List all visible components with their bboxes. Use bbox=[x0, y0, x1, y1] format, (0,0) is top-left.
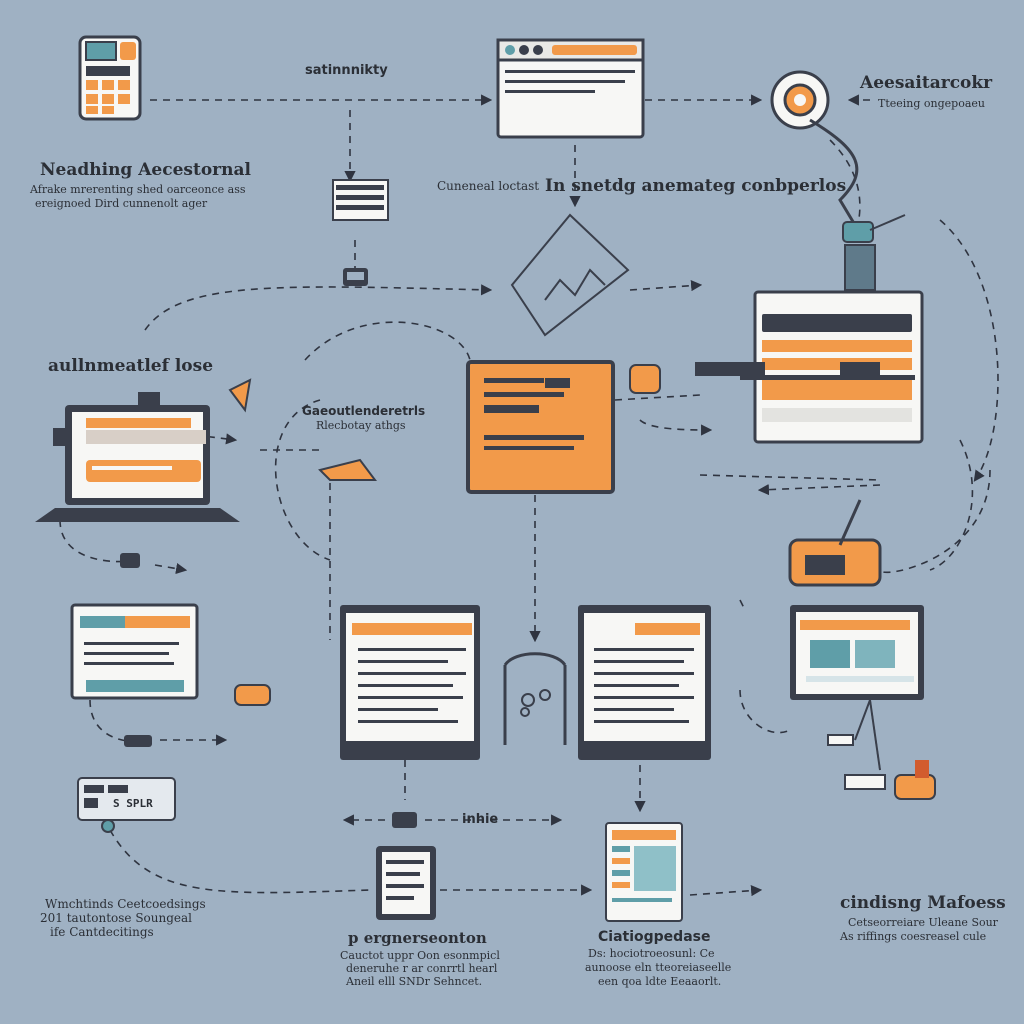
tablet-icon bbox=[605, 822, 683, 922]
server-rack-icon bbox=[332, 179, 389, 286]
bottom-right-center-title: Ciatiogpedase bbox=[598, 929, 711, 945]
bottom-right-subtitle-1: Cetseorreiare Uleane Sour bbox=[848, 916, 998, 929]
cloud-bucket-icon bbox=[503, 652, 567, 745]
document-window-icon bbox=[578, 605, 711, 760]
desk-lamp-icon bbox=[788, 499, 936, 800]
top-left-title: Neadhing Aecestornal bbox=[40, 160, 251, 180]
keyboard-icon bbox=[77, 777, 176, 833]
robot-arm-icon bbox=[809, 118, 906, 291]
left-mid-title: aullnmeatlef lose bbox=[48, 356, 214, 376]
browser-window-icon bbox=[496, 38, 645, 139]
center-small-subtitle: Rlecbotay athgs bbox=[316, 419, 406, 432]
bottom-mid-subtitle-2: deneruhe r ar conrrtl hearl bbox=[346, 962, 498, 975]
top-right-title: Aeesaitarcokr bbox=[860, 73, 993, 93]
bottom-right-center-subtitle-3: een qoa ldte Eeaaorlt. bbox=[598, 975, 722, 988]
bottom-left-title: Wmchtinds Ceetcoedsings bbox=[45, 897, 206, 911]
top-left-subtitle-1: Afrake mrerenting shed oarceonce ass bbox=[30, 183, 246, 196]
mid-center-title: In snetdg anemateg conbperlos bbox=[545, 176, 847, 196]
bottom-mid-subtitle-3: Aneil elll SNDr Sehncet. bbox=[346, 975, 483, 988]
bottom-mid-subtitle-1: Cauctot uppr Oon esonmpicl bbox=[340, 949, 500, 962]
connector-plug-icon bbox=[120, 364, 661, 828]
dashboard-window-icon bbox=[695, 290, 924, 444]
document-window-icon bbox=[70, 603, 199, 700]
decision-diamond-icon bbox=[510, 213, 630, 337]
bottom-mid-title: p ergnerseonton bbox=[348, 929, 487, 947]
document-window-icon bbox=[340, 605, 480, 760]
bottom-left-subtitle-2: ife Cantdecitings bbox=[50, 925, 154, 939]
orange-panel-icon bbox=[466, 360, 615, 494]
bottom-right-center-subtitle-1: Ds: hociotroeosunl: Ce bbox=[588, 947, 715, 960]
laptop-icon bbox=[35, 392, 240, 522]
tablet-icon bbox=[376, 846, 436, 920]
bottom-right-subtitle-2: As riffings coesreasel cule bbox=[840, 930, 987, 943]
top-center-label: satinnnikty bbox=[305, 63, 388, 78]
center-small-title: Gaeoutlenderetrls bbox=[302, 404, 426, 418]
bottom-left-subtitle-1: 201 tautontose Soungeal bbox=[40, 911, 192, 925]
keyboard-label: S SPLR bbox=[113, 797, 153, 810]
bottom-center-label: inhie bbox=[462, 812, 499, 827]
connector-lines bbox=[59, 94, 999, 897]
calculator-icon bbox=[78, 35, 142, 121]
globe-icon bbox=[770, 70, 830, 130]
top-left-subtitle-2: ereignoed Dird cunnenolt ager bbox=[35, 197, 208, 210]
chart-window-icon bbox=[790, 605, 924, 700]
bottom-right-center-subtitle-2: aunoose eln tteoreiaseelle bbox=[585, 961, 732, 974]
top-right-subtitle: Tteeing ongepoaeu bbox=[878, 97, 985, 110]
bottom-right-title: cindisng Mafoess bbox=[840, 893, 1006, 913]
mid-center-caption: Cuneneal loctast bbox=[437, 179, 540, 193]
